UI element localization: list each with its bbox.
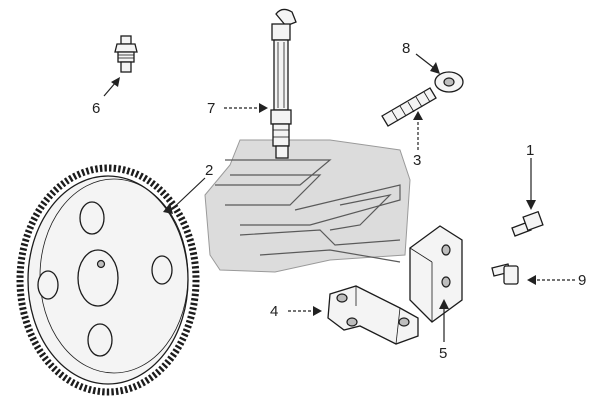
callout-6: 6 — [92, 100, 100, 117]
callout-2: 2 — [205, 162, 213, 179]
hose-part — [270, 8, 297, 159]
leader-6 — [103, 81, 117, 97]
callout-4: 4 — [270, 303, 278, 320]
gear-part — [16, 164, 200, 396]
callout-7: 7 — [207, 100, 215, 117]
stud-part — [381, 87, 437, 127]
callout-3: 3 — [413, 152, 421, 169]
callout-9: 9 — [578, 272, 586, 289]
fitting-part — [114, 35, 138, 73]
callout-8: 8 — [402, 40, 410, 57]
bracket-part — [327, 285, 419, 345]
leader-2 — [167, 177, 206, 214]
leader-8 — [415, 53, 435, 69]
washer-part — [434, 71, 464, 93]
bracket-plate-part — [409, 225, 463, 323]
bolt-part-1 — [511, 210, 544, 237]
callout-labels: 1 2 3 4 5 6 7 8 9 — [92, 40, 586, 362]
callout-5: 5 — [439, 345, 447, 362]
callout-1: 1 — [526, 142, 534, 159]
leader-lines — [103, 53, 575, 342]
bolt-part-9 — [491, 263, 519, 285]
watermark-logo — [204, 139, 411, 273]
